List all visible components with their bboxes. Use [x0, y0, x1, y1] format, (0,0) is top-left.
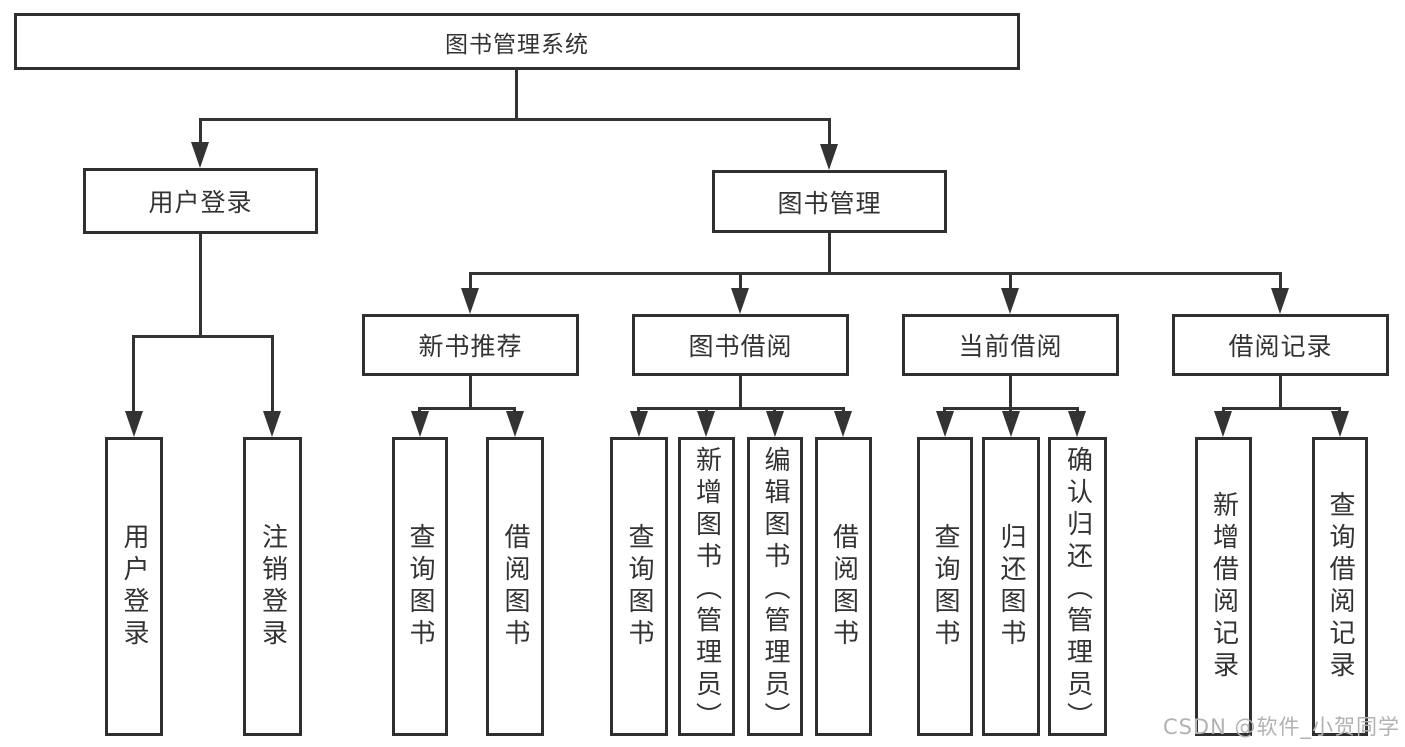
connector-arrow-shaft — [1009, 272, 1012, 290]
leaf-borrow-books-new: 借阅图书 — [486, 437, 544, 736]
connector-new-books-stub — [469, 376, 472, 409]
node-root: 图书管理系统 — [14, 13, 1020, 70]
connector-arrow-shaft — [739, 272, 742, 290]
connector-borrowing-stub — [739, 376, 742, 409]
leaf-add-book-admin: 新增图书（管理员） — [678, 437, 735, 736]
arrowhead-icon — [461, 288, 479, 314]
connector-arrow-shaft — [1279, 272, 1282, 290]
node-book-management: 图书管理 — [712, 170, 947, 233]
connector-arrow-shaft — [469, 272, 472, 290]
connector-new-books-line — [418, 407, 516, 410]
leaf-query-books-borrowing: 查询图书 — [610, 437, 668, 736]
leaf-confirm-return-admin: 确认归还（管理员） — [1048, 437, 1107, 736]
arrowhead-icon — [697, 411, 715, 437]
connector-records-stub — [1279, 376, 1282, 409]
connector-arrow-shaft — [513, 407, 516, 413]
connector-arrow-shaft — [637, 407, 640, 413]
arrowhead-icon — [1002, 411, 1020, 437]
arrowhead-icon — [1331, 411, 1349, 437]
connector-arrow-shaft — [418, 407, 421, 413]
node-book-borrowing: 图书借阅 — [632, 314, 849, 376]
connector-arrow-shaft — [773, 407, 776, 413]
connector-arrow-shaft — [705, 407, 708, 413]
leaf-query-books-new: 查询图书 — [392, 437, 448, 736]
node-new-books: 新书推荐 — [362, 314, 579, 376]
connector-level2-line — [199, 118, 831, 121]
arrowhead-icon — [731, 288, 749, 314]
arrowhead-icon — [1068, 411, 1086, 437]
arrowhead-icon — [1271, 288, 1289, 314]
connector-arrow-shaft — [1222, 407, 1225, 413]
leaf-add-borrow-record: 新增借阅记录 — [1195, 437, 1252, 736]
arrowhead-icon — [936, 411, 954, 437]
arrowhead-icon — [766, 411, 784, 437]
connector-arrow-shaft — [828, 118, 831, 146]
watermark: CSDN @软件_小贺同学 — [1162, 715, 1400, 739]
arrowhead-icon — [263, 411, 281, 437]
arrowhead-icon — [834, 411, 852, 437]
connector-arrow-shaft — [842, 407, 845, 413]
leaf-borrow-books-borrowing: 借阅图书 — [815, 437, 872, 736]
connector-arrow-shaft — [132, 335, 135, 413]
arrowhead-icon — [630, 411, 648, 437]
connector-arrow-shaft — [199, 118, 202, 144]
arrowhead-icon — [1214, 411, 1232, 437]
connector-arrow-shaft — [943, 407, 946, 413]
arrowhead-icon — [506, 411, 524, 437]
connector-arrow-shaft — [1009, 407, 1012, 413]
arrowhead-icon — [191, 142, 209, 168]
connector-root-stub — [515, 70, 518, 118]
arrowhead-icon — [125, 411, 143, 437]
connector-arrow-shaft — [1338, 407, 1341, 413]
connector-user-login-stub — [199, 234, 202, 335]
connector-arrow-shaft — [1076, 407, 1079, 413]
connector-arrow-shaft — [271, 335, 274, 413]
leaf-return-books: 归还图书 — [982, 437, 1040, 736]
connector-borrowing-line — [637, 407, 845, 410]
connector-user-login-line — [132, 335, 274, 338]
connector-book-management-stub — [828, 233, 831, 274]
leaf-edit-book-admin: 编辑图书（管理员） — [747, 437, 803, 736]
node-user-login: 用户登录 — [83, 168, 318, 234]
arrowhead-icon — [411, 411, 429, 437]
node-current-borrowing: 当前借阅 — [902, 314, 1119, 376]
arrowhead-icon — [1001, 288, 1019, 314]
connector-records-line — [1222, 407, 1341, 410]
leaf-query-books-current: 查询图书 — [917, 437, 973, 736]
leaf-user-login: 用户登录 — [105, 437, 163, 736]
connector-current-stub — [1009, 376, 1012, 409]
arrowhead-icon — [820, 144, 838, 170]
node-borrow-records: 借阅记录 — [1172, 314, 1389, 376]
leaf-logout: 注销登录 — [243, 437, 302, 736]
leaf-query-borrow-record: 查询借阅记录 — [1312, 437, 1368, 736]
connector-level3-line — [469, 272, 1282, 275]
